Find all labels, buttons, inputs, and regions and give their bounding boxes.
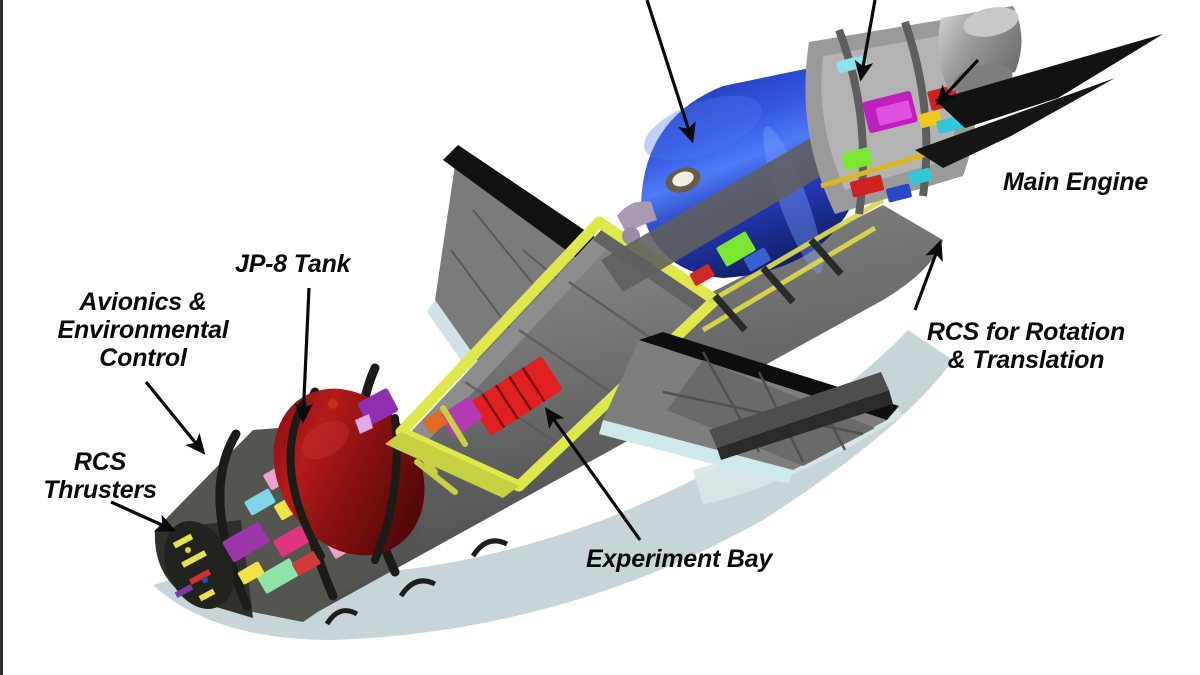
cropped-arrow-lox-tank	[645, 0, 696, 144]
main-engine-nozzle	[938, 6, 1022, 96]
avionics-environmental-control-label: Avionics & Environmental Control	[57, 288, 229, 372]
experiment-bay-label: Experiment Bay	[586, 545, 773, 573]
rcs-thrusters-arrow	[110, 500, 177, 532]
main-engine-label: Main Engine	[1003, 168, 1149, 196]
jp-8-tank-arrow	[294, 287, 314, 424]
tail-fins	[915, 34, 1163, 168]
jp-8-tank-label: JP-8 Tank	[235, 250, 351, 278]
avionics-environmental-control-arrow	[144, 380, 206, 455]
cropped-arrow-engine-section	[935, 58, 980, 106]
rcs-rotation-translation-arrow	[913, 239, 943, 311]
nose-cap-detail	[172, 533, 216, 602]
rcs-rotation-translation-label: RCS for Rotation & Translation	[926, 318, 1126, 374]
experiment-bay-arrow	[544, 406, 642, 541]
x37-vehicle-illustration	[110, 0, 1163, 640]
callout-arrow-layer	[110, 0, 980, 541]
landing-gear-doors	[324, 538, 509, 626]
rcs-thrusters-label: RCS Thrusters	[43, 448, 157, 504]
jp-8-fuel-tank	[273, 388, 425, 564]
experiment-racks	[423, 356, 562, 437]
cropped-arrow-aft-bay	[854, 0, 877, 82]
aft-body-flap	[709, 372, 893, 460]
